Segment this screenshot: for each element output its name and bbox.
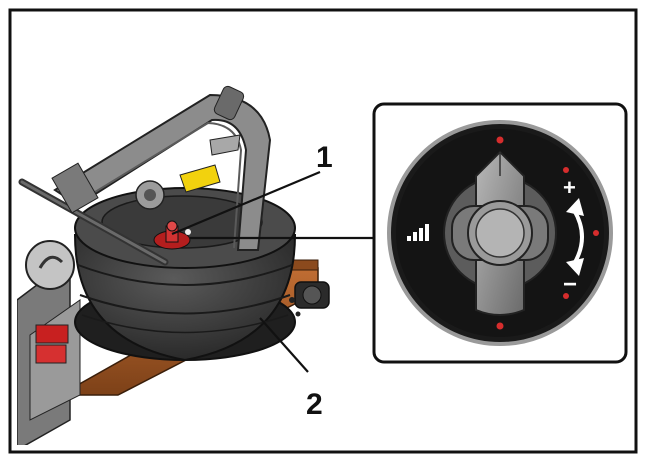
- dial-knob: [443, 150, 557, 316]
- callout-2-label: 2: [306, 388, 323, 421]
- rower-illustration: [17, 85, 330, 445]
- indicator-dot: [496, 322, 504, 330]
- red-clip-icon: [35, 324, 69, 344]
- handle-bar: [18, 162, 169, 290]
- callout-1-leader: [171, 170, 321, 236]
- logo-icon: [25, 240, 75, 290]
- water-tank: [73, 187, 297, 362]
- callout-1-label: 1: [316, 141, 333, 174]
- double-arrow-icon: [566, 198, 584, 276]
- indicator-dot: [593, 230, 599, 236]
- indicator-dot: [563, 167, 569, 173]
- indicator-dot: [563, 293, 569, 299]
- indicator-dot: [496, 136, 504, 144]
- minus-symbol: −: [563, 271, 577, 298]
- yellow-label-icon: [179, 164, 221, 193]
- main-frame-arm: [53, 85, 272, 251]
- dial-detail-inset: + −: [372, 102, 628, 364]
- resistance-dial: [153, 220, 191, 250]
- plus-symbol: +: [563, 175, 576, 200]
- callout-2-leader: [259, 317, 309, 373]
- signal-bars-icon: [407, 224, 429, 241]
